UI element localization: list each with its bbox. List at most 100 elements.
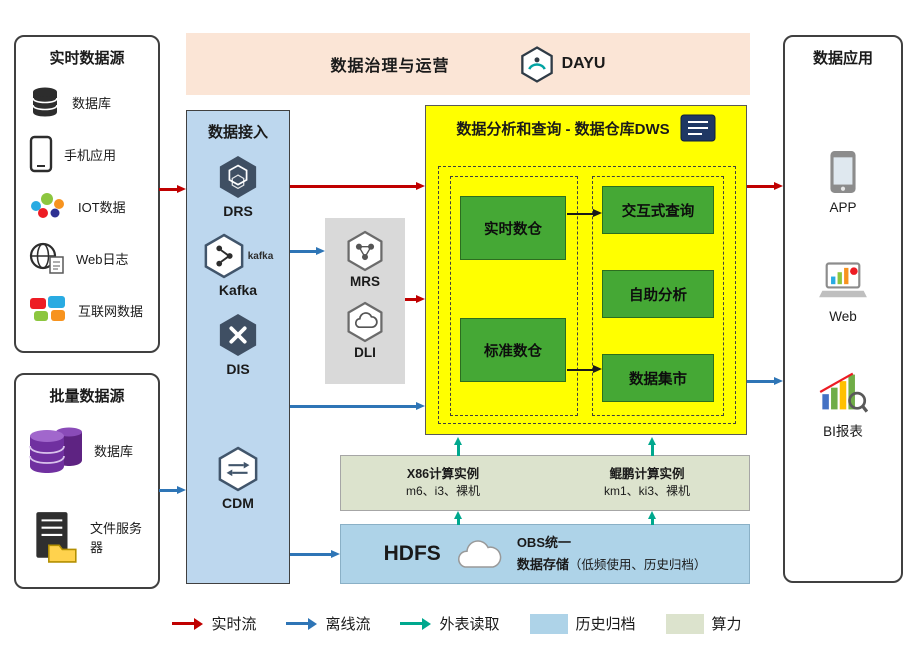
- list-item: 文件服务器: [16, 498, 158, 576]
- legend-history-archive-swatch: [529, 613, 568, 634]
- web-log-icon: [29, 242, 64, 274]
- source-label: IOT数据: [78, 199, 126, 215]
- ingestion-item-drs: DRS: [217, 154, 259, 219]
- obs-text: OBS统一 数据存储（低频使用、历史归档）: [517, 532, 707, 577]
- list-item: Web日志: [16, 232, 158, 284]
- compute-kunpeng-block: 鲲鹏计算实例 km1、ki3、裸机: [545, 456, 749, 510]
- dis-icon: [219, 314, 257, 356]
- legend-label: 算力: [711, 616, 742, 633]
- legend-label: 外表读取: [439, 616, 500, 633]
- database-icon: [32, 87, 58, 117]
- obs-cloud-icon: [457, 540, 502, 568]
- batch-sources-title: 批量数据源: [49, 388, 125, 405]
- source-label: 互联网数据: [78, 303, 144, 319]
- dws-panel: 数据分析和查询 - 数据仓库DWS 实时数仓 标准数仓 交互式查询 自助分析 数…: [425, 105, 747, 435]
- app-item-web: Web: [818, 261, 868, 324]
- legend-item-history-archive: 历史归档: [529, 613, 636, 634]
- dayu-icon: [520, 45, 553, 83]
- mobile-app-icon: [29, 135, 53, 173]
- arrow-realtime-to-query: [567, 209, 602, 217]
- x86-spec: m6、i3、裸机: [405, 484, 480, 499]
- bi-report-icon: [819, 372, 868, 413]
- data-ingestion-panel: 数据接入 DRS kafka Kafka: [186, 110, 290, 584]
- applications-title: 数据应用: [812, 50, 873, 67]
- kafka-wordmark: kafka: [247, 250, 274, 262]
- source-label: 文件服务器: [90, 521, 143, 555]
- governance-title: 数据治理与运营: [330, 58, 450, 75]
- obs-line1: OBS统一: [516, 534, 571, 550]
- arrow-dws-to-apps-offline: [747, 377, 783, 385]
- compute-x86-block: X86计算实例 m6、i3、裸机: [341, 456, 545, 510]
- app-label: Web: [829, 309, 857, 324]
- source-label: 手机应用: [64, 147, 117, 163]
- arrow-cdm-to-hdfs: [290, 550, 340, 558]
- ingestion-item-dis: DIS: [217, 312, 259, 377]
- internet-data-icon: [30, 296, 65, 321]
- legend: 实时流 离线流 外表读取 历史归档 算力: [0, 613, 914, 634]
- governance-banner: 数据治理与运营 DAYU: [186, 33, 750, 95]
- module-interactive-query: 交互式查询: [602, 186, 714, 234]
- drs-icon: [219, 156, 257, 198]
- dayu-label: DAYU: [561, 55, 606, 72]
- obs-note: （低频使用、历史归档）: [568, 558, 707, 572]
- dws-warehouse-dashed-frame: [450, 176, 578, 416]
- cdm-icon: [218, 446, 258, 492]
- hdfs-label: HDFS: [383, 542, 441, 565]
- obs-line2: 数据存储: [516, 557, 569, 572]
- arrow-ingestion-to-dws-realtime: [290, 182, 425, 190]
- compute-panel: X86计算实例 m6、i3、裸机 鲲鹏计算实例 km1、ki3、裸机: [340, 455, 750, 511]
- dws-document-icon: [680, 114, 716, 142]
- module-standard-warehouse: 标准数仓: [460, 318, 566, 382]
- arrow-ingestion-to-dws-offline: [290, 402, 425, 410]
- legend-external-read-arrow-icon: [400, 617, 432, 630]
- legend-label: 实时流: [211, 616, 257, 633]
- legend-offline-arrow-icon: [286, 617, 318, 630]
- legend-item-realtime-flow: 实时流: [172, 613, 256, 634]
- module-realtime-warehouse: 实时数仓: [460, 196, 566, 260]
- ingestion-item-cdm: CDM: [217, 446, 259, 511]
- dws-title: 数据分析和查询 - 数据仓库DWS: [456, 120, 670, 138]
- arrow-storage-to-compute-left: [454, 511, 462, 525]
- dws-service-dashed-frame: [592, 176, 724, 416]
- ingestion-item-kafka: kafka Kafka: [203, 233, 274, 298]
- app-item-app: APP: [827, 150, 859, 215]
- database-stack-icon: [29, 427, 82, 473]
- ingestion-label: CDM: [222, 495, 254, 511]
- dws-outer-dashed-frame: [438, 166, 736, 424]
- web-dashboard-icon: [819, 262, 867, 298]
- legend-label: 历史归档: [575, 616, 636, 633]
- dayu-logo: DAYU: [520, 45, 606, 83]
- arrow-compute-to-dws-left: [454, 437, 462, 456]
- processing-item-mrs: MRS: [346, 230, 384, 289]
- legend-label: 离线流: [325, 616, 371, 633]
- arrow-ingestion-to-mrs: [290, 247, 325, 255]
- source-label: 数据库: [72, 95, 112, 111]
- app-label: APP: [829, 200, 857, 215]
- applications-panel: 数据应用 APP Web: [783, 35, 903, 583]
- ingestion-label: DIS: [226, 361, 250, 377]
- arrow-dws-to-apps-realtime: [747, 182, 783, 190]
- mrs-icon: [347, 230, 383, 272]
- list-item: 数据库: [16, 414, 158, 486]
- arrow-compute-to-dws-right: [648, 437, 656, 456]
- realtime-sources-title: 实时数据源: [49, 50, 125, 67]
- kafka-icon: [204, 233, 244, 279]
- kunpeng-title: 鲲鹏计算实例: [609, 467, 685, 482]
- list-item: IOT数据: [16, 180, 158, 232]
- list-item: 互联网数据: [16, 284, 158, 336]
- module-self-service-analysis: 自助分析: [602, 270, 714, 318]
- app-phone-icon: [830, 151, 856, 193]
- ingestion-label: DRS: [223, 203, 253, 219]
- legend-item-offline-flow: 离线流: [286, 613, 370, 634]
- file-server-icon: [36, 512, 77, 563]
- source-label: Web日志: [76, 251, 129, 267]
- legend-item-external-read: 外表读取: [400, 613, 500, 634]
- kunpeng-spec: km1、ki3、裸机: [603, 484, 690, 499]
- app-item-bi: BI报表: [818, 370, 868, 440]
- x86-title: X86计算实例: [406, 467, 480, 482]
- legend-compute-power-swatch: [665, 613, 704, 634]
- ingestion-label: Kafka: [218, 282, 258, 298]
- realtime-sources-panel: 实时数据源 数据库 手机应用: [14, 35, 160, 353]
- arrow-standard-to-mart: [567, 365, 602, 373]
